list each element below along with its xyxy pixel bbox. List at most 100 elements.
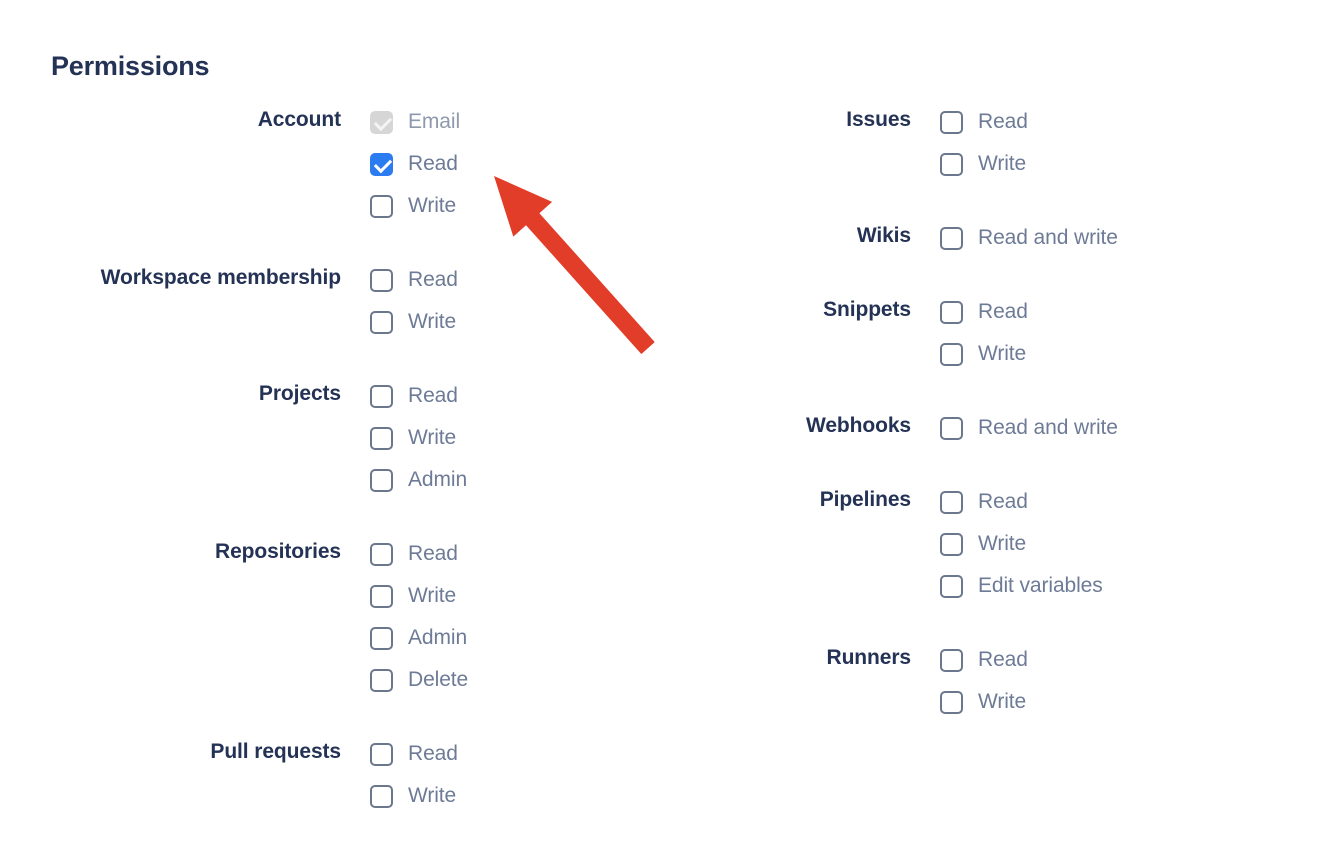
permission-option-wikis-read-and-write[interactable]: Read and write [940, 217, 1118, 259]
permission-option-label: Admin [408, 626, 468, 649]
permission-option-label: Write [978, 342, 1027, 365]
permission-option-repositories-write[interactable]: Write [370, 575, 468, 617]
runners-write-checkbox[interactable] [940, 690, 963, 714]
account-read-checkbox[interactable] [370, 152, 393, 176]
permission-group: Wikis Read and write [760, 217, 1200, 259]
webhooks-read-and-write-checkbox[interactable] [940, 416, 963, 440]
issues-read-checkbox[interactable] [940, 110, 963, 134]
projects-admin-checkbox[interactable] [370, 468, 393, 492]
snippets-write-checkbox[interactable] [940, 342, 963, 366]
pull-requests-write-checkbox[interactable] [370, 784, 393, 808]
projects-read-checkbox[interactable] [370, 384, 393, 408]
permission-option-label: Read and write [978, 226, 1118, 249]
permission-group-label: Wikis [856, 224, 911, 247]
repositories-delete-checkbox[interactable] [370, 668, 393, 692]
permission-option-label: Read and write [978, 416, 1118, 439]
permission-option-label: Write [978, 532, 1027, 555]
permission-option-label: Read [408, 268, 458, 291]
permission-option-projects-read[interactable]: Read [370, 375, 467, 417]
permission-option-webhooks-read-and-write[interactable]: Read and write [940, 407, 1118, 449]
permission-option-account-read[interactable]: Read [370, 143, 460, 185]
pull-requests-read-checkbox[interactable] [370, 742, 393, 766]
permission-option-projects-write[interactable]: Write [370, 417, 467, 459]
permission-option-label: Write [408, 784, 457, 807]
permission-option-account-write[interactable]: Write [370, 185, 460, 227]
permission-option-label: Read [408, 542, 458, 565]
permission-group-label: Projects [258, 382, 341, 405]
permission-option-label: Read [408, 152, 458, 175]
checkmark-icon [373, 154, 392, 174]
repositories-admin-checkbox[interactable] [370, 626, 393, 650]
permission-option-workspace-membership-write[interactable]: Write [370, 301, 458, 343]
permission-option-workspace-membership-read[interactable]: Read [370, 259, 458, 301]
account-write-checkbox[interactable] [370, 194, 393, 218]
permission-option-issues-write[interactable]: Write [940, 143, 1028, 185]
permission-option-runners-read[interactable]: Read [940, 639, 1028, 681]
permission-option-repositories-admin[interactable]: Admin [370, 617, 468, 659]
permission-option-pull-requests-write[interactable]: Write [370, 775, 458, 817]
permission-group-label: Runners [826, 646, 912, 669]
permission-option-issues-read[interactable]: Read [940, 101, 1028, 143]
runners-read-checkbox[interactable] [940, 648, 963, 672]
permission-option-label: Write [408, 194, 457, 217]
issues-write-checkbox[interactable] [940, 152, 963, 176]
permission-group-label: Workspace membership [100, 266, 341, 289]
permission-option-pipelines-write[interactable]: Write [940, 523, 1103, 565]
permission-option-label: Read [978, 300, 1028, 323]
permission-group-label: Pipelines [819, 488, 911, 511]
workspace-membership-write-checkbox[interactable] [370, 310, 393, 334]
permission-option-label: Email [408, 110, 461, 133]
pipelines-edit-variables-checkbox[interactable] [940, 574, 963, 598]
repositories-write-checkbox[interactable] [370, 584, 393, 608]
checkmark-icon [373, 112, 392, 132]
repositories-read-checkbox[interactable] [370, 542, 393, 566]
permission-option-snippets-write[interactable]: Write [940, 333, 1028, 375]
permission-group-label: Webhooks [806, 414, 911, 437]
permission-option-repositories-read[interactable]: Read [370, 533, 468, 575]
permission-option-pipelines-edit-variables[interactable]: Edit variables [940, 565, 1103, 607]
snippets-read-checkbox[interactable] [940, 300, 963, 324]
permission-group-label: Issues [846, 108, 911, 131]
permission-group-label: Pull requests [210, 740, 341, 763]
permission-option-label: Write [978, 152, 1027, 175]
permission-option-label: Write [978, 690, 1027, 713]
permission-option-label: Write [408, 584, 457, 607]
wikis-read-and-write-checkbox[interactable] [940, 226, 963, 250]
permission-option-pipelines-read[interactable]: Read [940, 481, 1103, 523]
permission-option-label: Read [408, 742, 458, 765]
workspace-membership-read-checkbox[interactable] [370, 268, 393, 292]
permission-option-account-email[interactable]: Email [370, 101, 460, 143]
permission-option-pull-requests-read[interactable]: Read [370, 733, 458, 775]
permission-option-label: Write [408, 426, 457, 449]
pipelines-write-checkbox[interactable] [940, 532, 963, 556]
permission-group-label: Repositories [215, 540, 341, 563]
permission-option-label: Admin [408, 468, 468, 491]
permission-group-label: Snippets [823, 298, 911, 321]
permission-group-label: Account [257, 108, 341, 131]
pipelines-read-checkbox[interactable] [940, 490, 963, 514]
permission-option-projects-admin[interactable]: Admin [370, 459, 467, 501]
projects-write-checkbox[interactable] [370, 426, 393, 450]
permission-group: Webhooks Read and write [760, 407, 1200, 449]
permission-option-label: Read [408, 384, 458, 407]
permission-option-snippets-read[interactable]: Read [940, 291, 1028, 333]
account-email-checkbox [370, 110, 393, 134]
permission-option-label: Read [978, 110, 1028, 133]
permission-option-runners-write[interactable]: Write [940, 681, 1028, 723]
permission-option-repositories-delete[interactable]: Delete [370, 659, 468, 701]
permission-option-list: Read and write [911, 217, 1118, 259]
